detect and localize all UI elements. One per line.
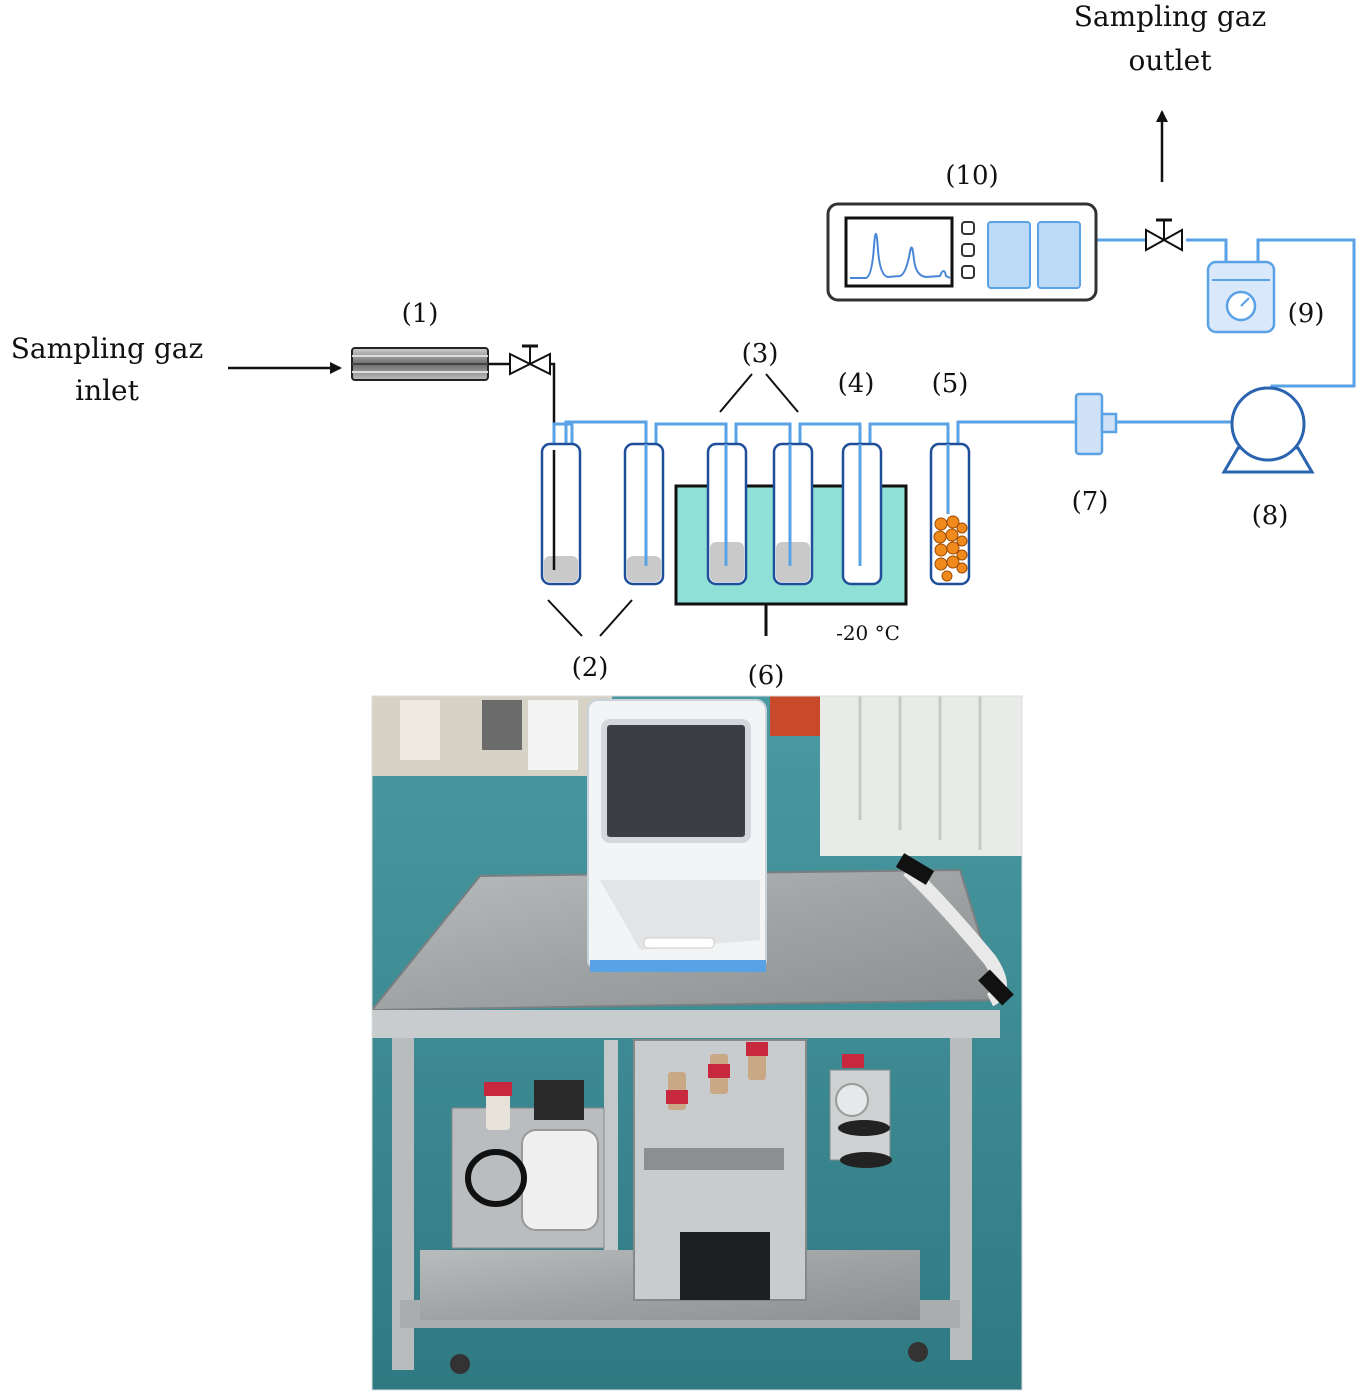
impinger-pair-icon (540, 442, 665, 586)
flow-meter-icon (1206, 260, 1276, 334)
label-7: (7) (1072, 487, 1109, 517)
inlet-label-line2: inlet (75, 374, 140, 407)
label-3: (3) (742, 339, 779, 369)
empty-impinger-icon (841, 442, 883, 586)
label-2: (2) (572, 653, 609, 683)
vacuum-pump-icon (1221, 386, 1315, 474)
label-8: (8) (1252, 501, 1289, 531)
outlet-label-line1: Sampling gaz (1074, 0, 1267, 33)
label-10: (10) (945, 161, 998, 191)
outlet-valve-icon (1145, 218, 1183, 252)
inlet-valve-icon (509, 344, 551, 376)
filter-tube-icon (351, 347, 489, 381)
impinger-pair-cooled-icon (706, 442, 814, 586)
label-5: (5) (932, 369, 969, 399)
sampling-cart-photo-icon (371, 695, 1023, 1391)
label-1: (1) (402, 299, 439, 329)
callout-lines (547, 373, 799, 637)
analyzer-icon (826, 202, 1098, 302)
inlet-label-line1: Sampling gaz (11, 332, 204, 365)
temperature-label: -20 °C (836, 621, 900, 645)
label-9: (9) (1288, 299, 1325, 329)
label-4: (4) (838, 369, 875, 399)
inline-filter-icon (1074, 392, 1118, 456)
outlet-label-line2: outlet (1129, 44, 1213, 77)
label-6: (6) (748, 661, 785, 691)
adsorbent-tube-icon (929, 442, 971, 586)
